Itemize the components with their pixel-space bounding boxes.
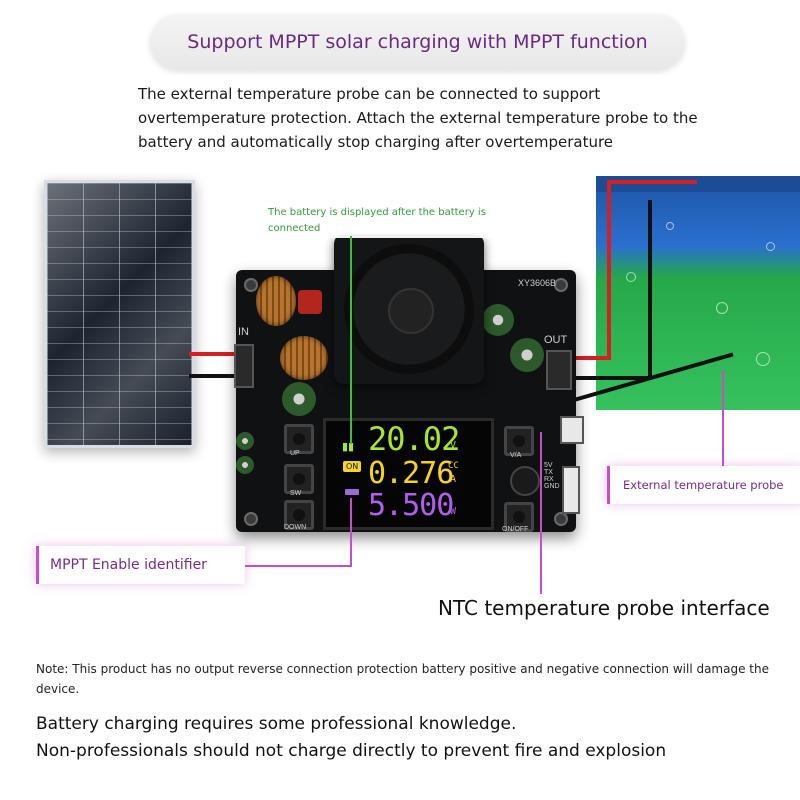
battery-top	[596, 176, 800, 192]
mount-hole	[244, 512, 258, 526]
lcd-power-unit: W	[450, 506, 457, 517]
ntc-interface-label: NTC temperature probe interface	[438, 596, 770, 620]
battery-connected-icon: ▮▮	[342, 440, 355, 453]
intro-text: The external temperature probe can be co…	[138, 85, 698, 151]
red-wire-out	[570, 356, 610, 360]
solar-panel-image	[44, 180, 195, 448]
pin-label: TX	[544, 469, 553, 476]
lcd-mode-badge: CC	[448, 461, 459, 471]
out-label: OUT	[544, 334, 568, 346]
battery-note: The battery is displayed after the batte…	[268, 207, 486, 234]
mount-hole	[244, 278, 258, 292]
lcd-current-unit: A	[450, 474, 457, 485]
pin-label: GND	[544, 483, 560, 490]
up-button-label: UP	[290, 450, 300, 457]
banner-title: Support MPPT solar charging with MPPT fu…	[187, 31, 648, 53]
lcd-voltage-unit: V	[450, 440, 457, 451]
down-button[interactable]	[284, 500, 314, 530]
buzzer	[510, 466, 540, 496]
external-probe-box	[607, 466, 800, 504]
red-wire-top	[607, 180, 697, 184]
capacitor	[236, 432, 254, 450]
down-button-label: DOWN	[284, 524, 307, 531]
black-wire-out	[570, 376, 650, 380]
header-banner	[150, 14, 685, 70]
external-probe-line	[722, 370, 724, 468]
capacitor	[510, 338, 544, 372]
battery-image	[596, 182, 800, 410]
sw-button-label: SW	[290, 490, 302, 497]
lcd-voltage: 20.02	[368, 420, 460, 458]
battery-note-box	[266, 202, 494, 238]
black-wire-in	[189, 374, 241, 378]
mppt-identifier-label: MPPT Enable identifier	[50, 557, 207, 573]
lcd-power: 5.500	[368, 488, 454, 523]
pin-label: 5V	[544, 462, 553, 469]
capacitor	[482, 304, 514, 336]
lcd-current: 0.276	[368, 456, 454, 491]
mount-hole	[554, 278, 568, 292]
in-label: IN	[238, 326, 249, 338]
pin-label: RX	[544, 476, 554, 483]
mppt-indicator-icon	[345, 489, 359, 495]
black-wire-up	[648, 200, 652, 380]
mppt-identifier-box	[36, 546, 245, 584]
uart-connector	[562, 466, 580, 514]
board-model: XY3606B	[518, 278, 557, 288]
capacitor	[282, 382, 316, 416]
va-button-label: V/A	[510, 452, 522, 459]
inductor-coil	[280, 336, 328, 380]
onoff-button-label: ON/OFF	[502, 526, 529, 533]
warning-line-2: Non-professionals should not charge dire…	[36, 741, 667, 761]
fan-hub	[388, 288, 434, 334]
external-probe-label: External temperature probe	[623, 478, 784, 492]
red-wire-up	[607, 180, 611, 360]
ntc-connector	[560, 416, 584, 444]
input-terminal	[234, 344, 254, 388]
inductor-coil	[256, 276, 296, 326]
mppt-line-vertical	[350, 498, 352, 566]
red-wire-in	[189, 352, 241, 356]
warning-line-1: Battery charging requires some professio…	[36, 714, 517, 734]
lcd-status-badge: ON	[343, 461, 362, 472]
pin-labels: 5V TX RX GND	[544, 462, 560, 490]
fuse-component	[298, 290, 322, 314]
mppt-line-horizontal	[242, 565, 352, 567]
output-terminal	[546, 350, 572, 390]
mount-hole	[554, 512, 568, 526]
ntc-line	[540, 432, 542, 594]
battery-note-line	[350, 236, 352, 444]
onoff-button[interactable]	[504, 502, 534, 532]
footer-note: Note: This product has no output reverse…	[36, 662, 769, 696]
capacitor	[236, 456, 254, 474]
up-button[interactable]	[284, 424, 314, 454]
va-button[interactable]	[504, 426, 534, 456]
sw-button[interactable]	[284, 464, 314, 494]
